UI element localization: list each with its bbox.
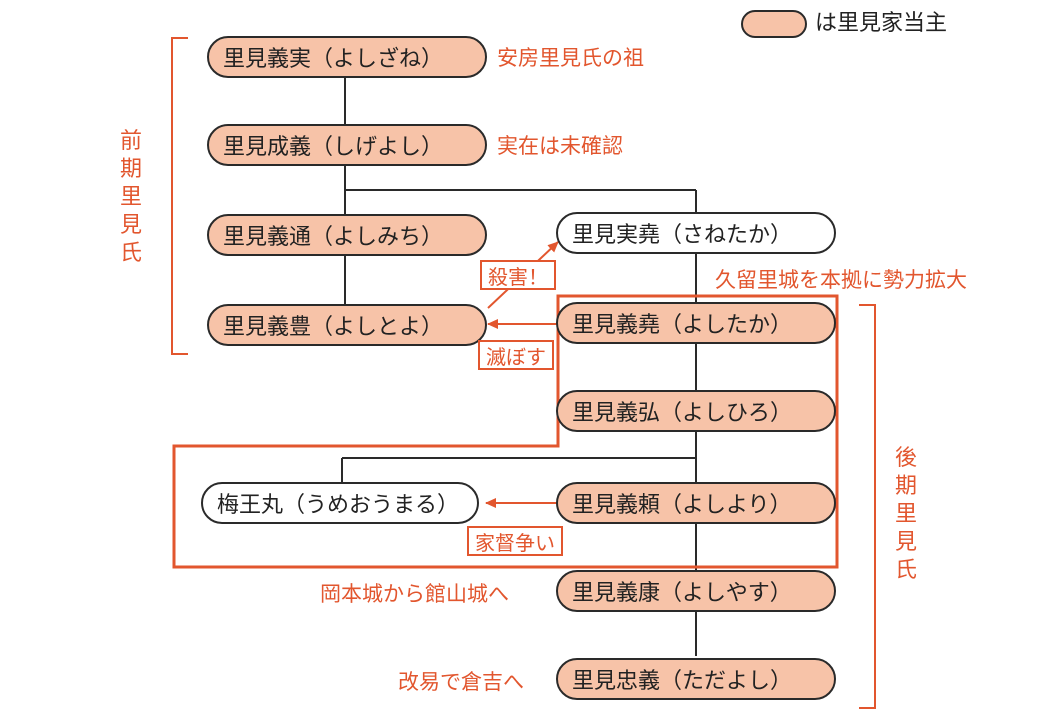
node-satomi-sanetaka: 里見実堯（さねたか） [556,212,836,254]
note-kurayoshi: 改易で倉吉へ [398,670,524,694]
note-unconfirmed: 実在は未確認 [497,134,623,158]
node-satomi-yoshitoyo: 里見義豊（よしとよ） [207,304,487,346]
node-satomi-yoshimichi: 里見義通（よしみち） [207,214,487,256]
lineage-lines [341,78,697,656]
early-bracket [171,37,188,355]
node-satomi-shigeyoshi: 里見成義（しげよし） [207,124,487,166]
node-satomi-yoshiyasu: 里見義康（よしやす） [556,570,836,612]
early-satomi-label: 前期里見氏 [119,129,142,266]
event-murder: 殺害！ [480,260,556,290]
note-founder: 安房里見氏の祖 [497,46,644,70]
event-destroy: 滅ぼす [478,340,554,370]
node-satomi-yoshiyori: 里見義頼（よしより） [556,482,836,524]
event-succession: 家督争い [467,526,563,556]
note-move-tateyama: 岡本城から館山城へ [320,582,509,606]
kururi-region-outline [172,294,839,569]
late-bracket [859,304,876,709]
node-umeomaru: 梅王丸（うめおうまる） [201,482,479,524]
node-satomi-tadayoshi: 里見忠義（ただよし） [556,658,836,700]
legend-label: は里見家当主 [815,11,948,36]
node-satomi-yoshizane: 里見義実（よしざね） [207,36,487,78]
node-satomi-yoshitaka: 里見義堯（よしたか） [556,302,836,344]
legend-swatch [741,10,807,38]
note-kururi: 久留里城を本拠に勢力拡大 [715,268,967,292]
node-satomi-yoshihiro: 里見義弘（よしひろ） [556,390,836,432]
late-satomi-label: 後期里見氏 [894,446,917,583]
